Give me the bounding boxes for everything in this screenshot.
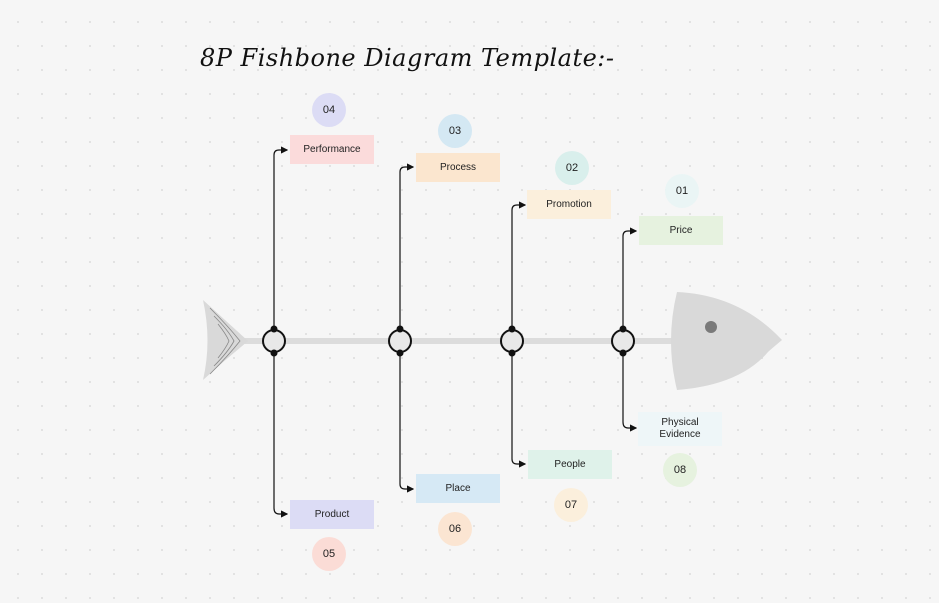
category-box-product[interactable]: Product [290, 500, 374, 529]
number-badge-05: 05 [312, 537, 346, 571]
number-badge-01: 01 [665, 174, 699, 208]
number-badge-07: 07 [554, 488, 588, 522]
category-box-people[interactable]: People [528, 450, 612, 479]
diagram-title: 8P Fishbone Diagram Template:- [200, 44, 615, 72]
category-box-place[interactable]: Place [416, 474, 500, 503]
category-box-price[interactable]: Price [639, 216, 723, 245]
category-box-promotion[interactable]: Promotion [527, 190, 611, 219]
joint-nodes [262, 325, 635, 357]
number-badge-06: 06 [438, 512, 472, 546]
number-badge-08: 08 [663, 453, 697, 487]
category-box-physical-evidence[interactable]: Physical Evidence [638, 412, 722, 446]
number-badge-03: 03 [438, 114, 472, 148]
category-box-process[interactable]: Process [416, 153, 500, 182]
number-badge-04: 04 [312, 93, 346, 127]
fish-tail-icon [203, 300, 248, 380]
number-badge-02: 02 [555, 151, 589, 185]
fish-head-icon [671, 292, 782, 390]
category-box-performance[interactable]: Performance [290, 135, 374, 164]
